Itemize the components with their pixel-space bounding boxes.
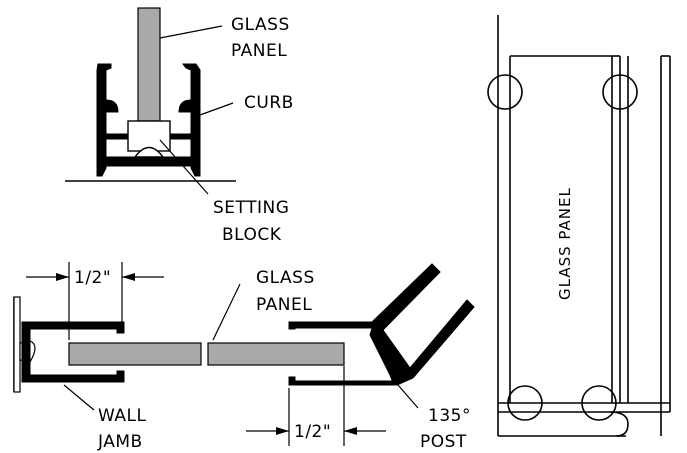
curb-left-fin-upper	[105, 99, 119, 113]
setting-block-cushion	[133, 146, 165, 158]
elev-clamp-bottom-right	[581, 385, 617, 421]
setting-block	[127, 120, 171, 152]
dim-bottom-arrow-right	[344, 427, 357, 435]
curb-right-fin-upper	[178, 99, 192, 113]
elev-curb-end	[609, 411, 629, 437]
label-dim-bottom: 1/2"	[294, 422, 331, 442]
curb-left-wall	[96, 63, 112, 177]
plan-glass-left	[68, 342, 202, 366]
plan-section: 1/2" 1/2" GLASS PANEL WALL JAMB 135° POS…	[13, 262, 475, 452]
leader-setting-block	[159, 139, 209, 195]
leader-glass-panel-top	[159, 25, 223, 39]
curb-section: GLASS PANEL CURB SETTING BLOCK	[65, 7, 294, 245]
label-dim-top: 1/2"	[74, 268, 111, 288]
curb-left-ledge	[105, 133, 129, 140]
dim-top-arrow-right	[122, 273, 135, 281]
leader-post	[397, 384, 419, 409]
wall-jamb-channel	[21, 321, 125, 383]
wall-face	[13, 296, 21, 393]
leader-wall-jamb	[63, 384, 95, 411]
dim-bottom-arrow-left	[276, 427, 289, 435]
elev-clamp-bottom-left	[507, 385, 543, 421]
label-curb: CURB	[244, 93, 294, 113]
label-block: BLOCK	[222, 225, 282, 245]
label-glass-top-line2: PANEL	[231, 41, 287, 61]
post-135-profile	[288, 263, 475, 386]
curb-glass-panel	[137, 7, 161, 122]
curb-right-wall	[182, 63, 201, 177]
post-135-inner	[371, 329, 403, 381]
leader-glass-panel-mid	[212, 283, 241, 341]
label-jamb: JAMB	[97, 432, 143, 452]
leader-curb	[199, 102, 234, 116]
label-glass-top-line1: GLASS	[231, 15, 290, 35]
label-glass-mid-line2: PANEL	[256, 295, 312, 315]
curb-right-ledge	[168, 133, 192, 140]
label-glass-panel-elevation: GLASS PANEL	[556, 187, 574, 300]
elevation-view: GLASS PANEL	[487, 15, 671, 437]
elev-clamp-top-left	[487, 74, 523, 110]
dim-top-arrow-left	[56, 273, 69, 281]
label-wall: WALL	[98, 406, 146, 426]
label-setting: SETTING	[213, 198, 289, 218]
elev-clamp-top-right	[602, 74, 638, 110]
label-glass-mid-line1: GLASS	[256, 268, 315, 288]
label-post: POST	[420, 432, 467, 452]
label-135: 135°	[428, 406, 471, 426]
plan-glass-right	[207, 342, 345, 366]
